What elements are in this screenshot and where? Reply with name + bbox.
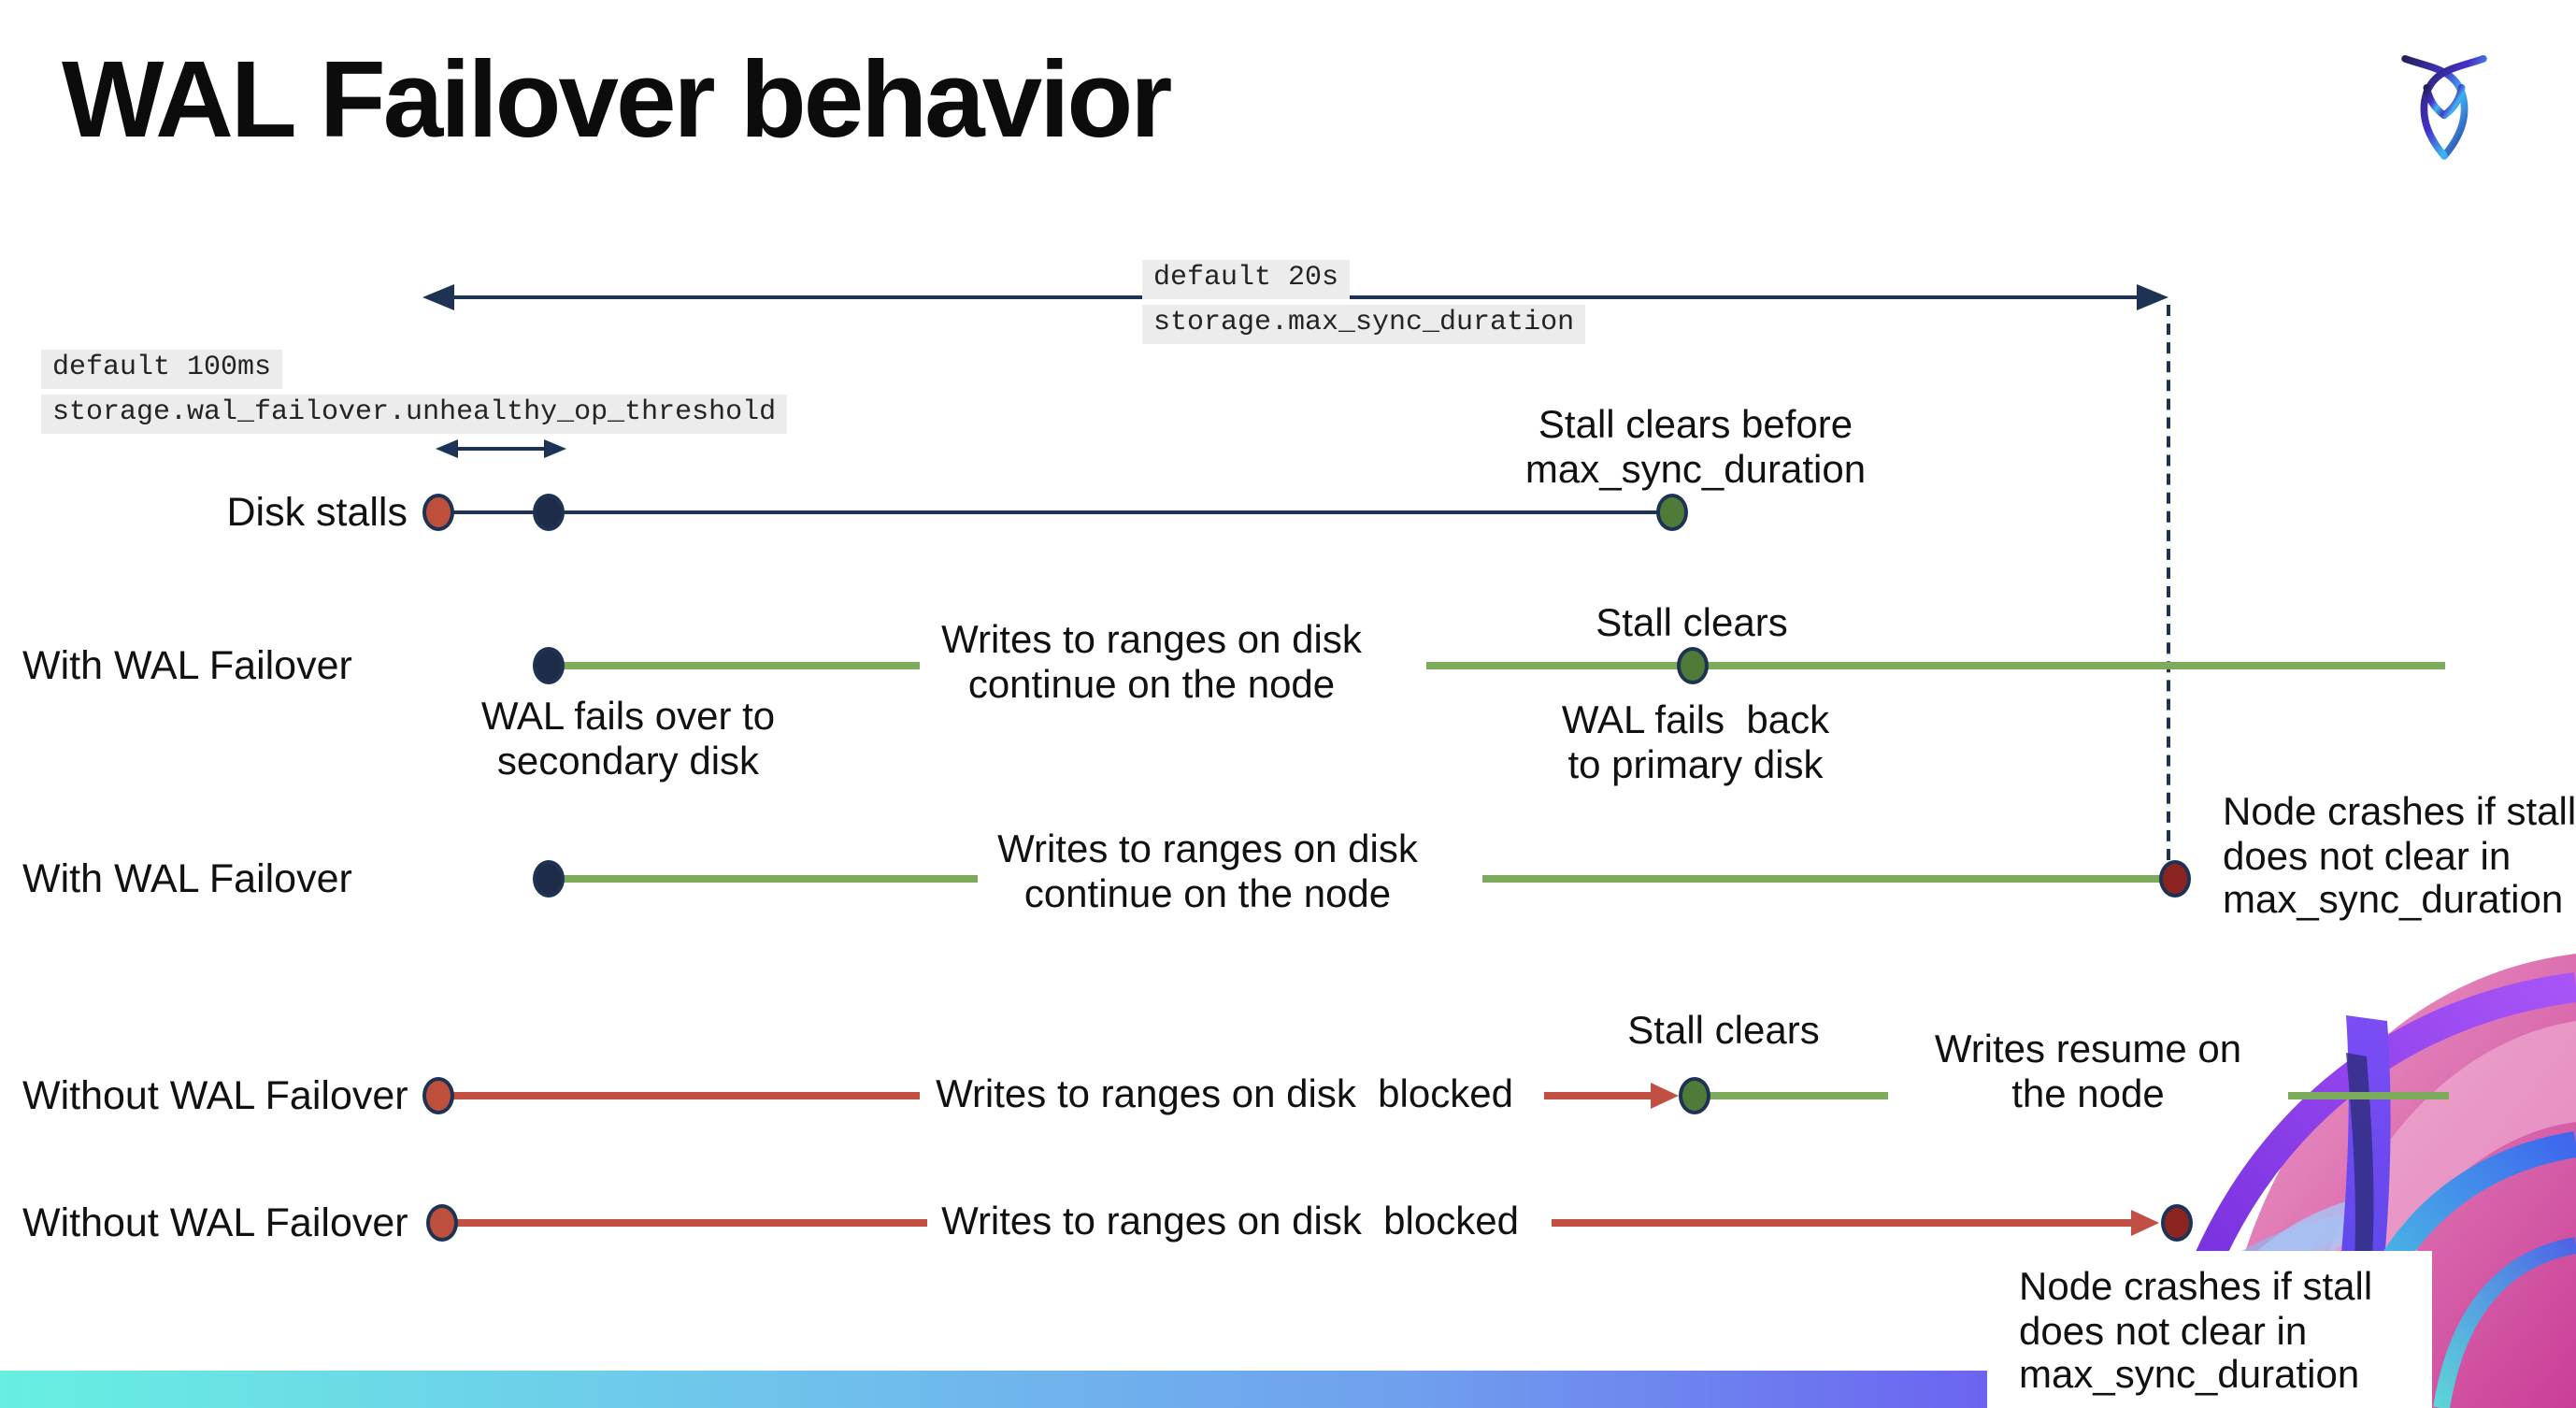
arrow-left-head-icon <box>422 284 454 310</box>
writes-blocked-note: Writes to ranges on disk blocked <box>936 1073 1513 1116</box>
writes-blocked-line <box>437 1092 920 1099</box>
max-sync-duration-setting-label: default 20s storage.max_sync_duration <box>1142 260 1586 350</box>
writes-blocked-line <box>1552 1219 2135 1227</box>
red-arrow-head-icon <box>1651 1083 1679 1109</box>
row-label-with-wal-failover-2: With WAL Failover <box>22 856 352 901</box>
row-label-disk-stalls: Disk stalls <box>226 490 408 535</box>
stall-clears-label: Stall clears <box>1627 1010 1820 1053</box>
stall-clears-dot <box>1655 494 1687 531</box>
writes-blocked-line <box>441 1219 927 1227</box>
stall-start-dot <box>422 1077 453 1114</box>
failover-dot <box>533 647 565 684</box>
writes-blocked-line <box>1544 1092 1656 1099</box>
arrow-right-head-icon <box>544 438 566 457</box>
fails-over-note: WAL fails over to secondary disk <box>480 696 776 783</box>
writes-continue-line <box>1482 874 2174 884</box>
arrow-left-head-icon <box>436 438 458 457</box>
stall-clears-dot <box>1678 1077 1710 1114</box>
setting-default-value: default 20s <box>1142 260 1351 299</box>
stall-start-dot <box>425 1204 457 1242</box>
crash-note-without-failover: Node crashes if stall does not clear in … <box>2019 1266 2373 1397</box>
unhealthy-op-threshold-arrow <box>456 446 546 452</box>
writes-resume-line <box>1694 1091 1888 1100</box>
row-label-with-wal-failover-1: With WAL Failover <box>22 643 352 688</box>
writes-resume-note: Writes resume on the node <box>1934 1028 2242 1115</box>
stall-start-dot <box>422 494 453 531</box>
writes-blocked-note: Writes to ranges on disk blocked <box>941 1200 1519 1243</box>
crash-note-with-failover: Node crashes if stall does not clear in … <box>2223 791 2576 922</box>
page-title: WAL Failover behavior <box>62 39 1172 161</box>
crash-callout-box: Node crashes if stall does not clear in … <box>1987 1251 2432 1408</box>
stall-clears-label: Stall clears <box>1596 602 1788 645</box>
setting-name: storage.max_sync_duration <box>1142 305 1586 344</box>
node-crash-dot <box>2160 1204 2192 1242</box>
unhealthy-op-threshold-setting-label: default 100ms storage.wal_failover.unhea… <box>41 350 788 439</box>
writes-continue-line <box>550 874 978 884</box>
writes-continue-note: Writes to ranges on disk continue on the… <box>997 828 1418 915</box>
red-arrow-head-icon <box>2131 1210 2159 1236</box>
arrow-right-head-icon <box>2137 284 2168 310</box>
writes-continue-line <box>1426 661 2445 670</box>
row-label-without-wal-failover-2: Without WAL Failover <box>22 1200 408 1245</box>
writes-continue-line <box>550 661 920 670</box>
writes-resume-line <box>2288 1091 2449 1100</box>
stall-clears-before-note: Stall clears before max_sync_duration <box>1524 404 1867 491</box>
threshold-reached-dot <box>533 494 565 531</box>
failover-dot <box>533 860 565 898</box>
node-crash-dot <box>2158 860 2190 898</box>
writes-continue-note: Writes to ranges on disk continue on the… <box>941 619 1362 706</box>
setting-default-value: default 100ms <box>41 350 283 389</box>
setting-name: storage.wal_failover.unhealthy_op_thresh… <box>41 395 788 434</box>
row-label-without-wal-failover-1: Without WAL Failover <box>22 1073 408 1118</box>
max-sync-deadline-dashed-line <box>2166 305 2170 860</box>
stall-clears-dot <box>1676 647 1708 684</box>
fails-back-note: WAL fails back to primary disk <box>1561 699 1830 786</box>
cockroachdb-logo-icon <box>2401 54 2487 160</box>
disk-stall-timeline <box>437 510 1671 515</box>
